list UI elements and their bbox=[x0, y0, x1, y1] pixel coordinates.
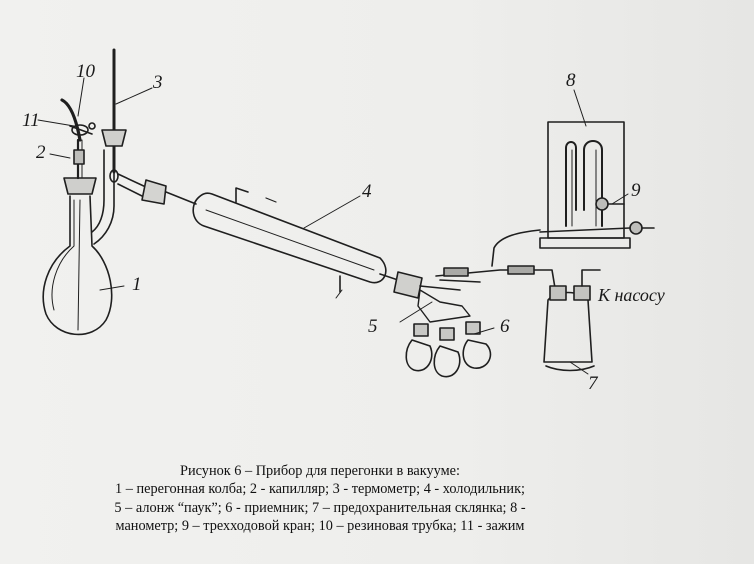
distillation-flask bbox=[42, 149, 115, 336]
receivers bbox=[405, 321, 492, 378]
label-9: 9 bbox=[631, 180, 641, 201]
vacuum-distillation-apparatus-diagram: 1 2 3 4 5 6 7 8 9 10 11 К насосу bbox=[22, 48, 665, 394]
side-arm bbox=[117, 173, 197, 205]
label-3: 3 bbox=[152, 72, 163, 93]
label-6: 6 bbox=[500, 316, 510, 337]
label-5: 5 bbox=[368, 316, 378, 337]
label-2: 2 bbox=[36, 142, 46, 163]
thermometer bbox=[101, 48, 127, 183]
capillary bbox=[73, 138, 85, 180]
spider-adapter bbox=[379, 271, 481, 323]
clamp bbox=[69, 122, 96, 136]
label-8: 8 bbox=[566, 70, 576, 91]
label-1: 1 bbox=[132, 274, 142, 295]
leader-lines bbox=[37, 77, 629, 375]
label-11: 11 bbox=[22, 110, 40, 131]
three-way-stopcock bbox=[539, 197, 655, 235]
label-4: 4 bbox=[362, 181, 372, 202]
caption-line-2: 5 – алонж “паук”; 6 - приемник; 7 – пред… bbox=[114, 499, 526, 516]
manometer bbox=[539, 121, 631, 249]
caption-title: Рисунок 6 – Прибор для перегонки в вакуу… bbox=[180, 463, 460, 479]
safety-bottle bbox=[543, 269, 601, 372]
caption-line-3: манометр; 9 – трехходовой кран; 10 – рез… bbox=[115, 517, 525, 534]
vacuum-line bbox=[435, 229, 557, 295]
to-pump-label: К насосу bbox=[597, 285, 665, 305]
condenser bbox=[192, 187, 387, 293]
label-10: 10 bbox=[76, 61, 96, 82]
figure-caption: Рисунок 6 – Прибор для перегонки в вакуу… bbox=[40, 462, 600, 535]
flask-stopper bbox=[63, 177, 97, 195]
label-7: 7 bbox=[588, 373, 599, 394]
caption-line-1: 1 – перегонная колба; 2 - капилляр; 3 - … bbox=[115, 481, 525, 498]
